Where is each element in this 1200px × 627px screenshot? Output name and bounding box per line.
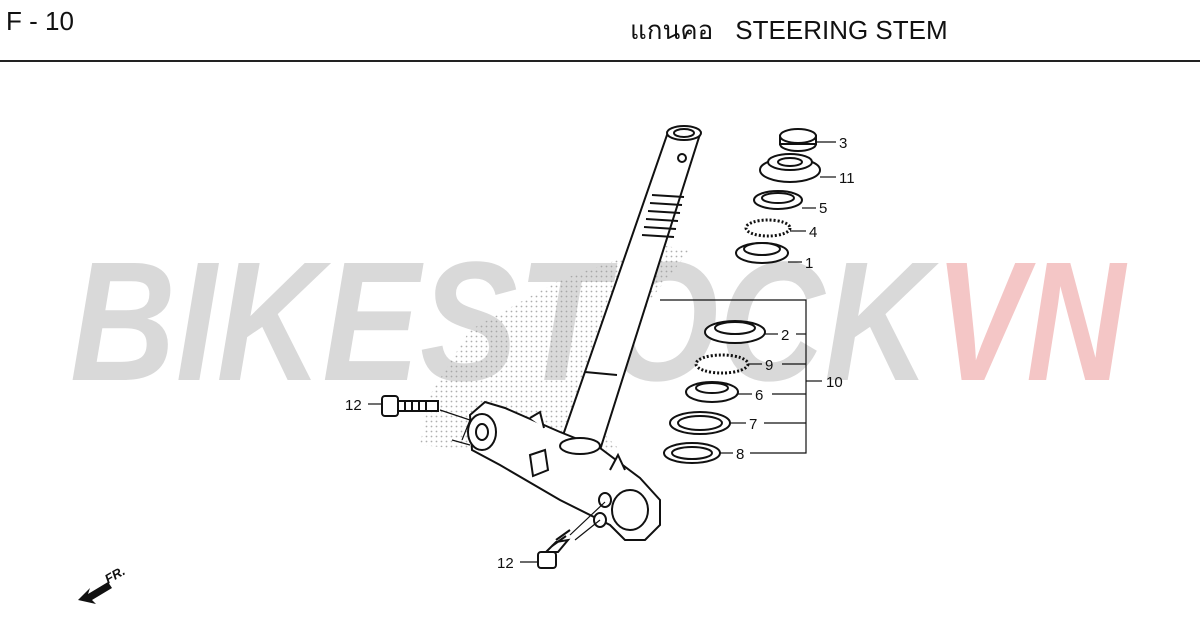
watermark-red-text: VN: [935, 232, 1128, 392]
callout-6: 6: [755, 387, 763, 404]
steel-ball-4: [744, 218, 792, 238]
title-thai: แกนคอ: [630, 16, 714, 46]
steering-stem-tube: [558, 125, 702, 452]
callout-10: 10: [826, 374, 843, 391]
front-arrow-icon: [78, 582, 112, 604]
callout-11: 11: [839, 170, 855, 187]
callout-2: 2: [781, 327, 789, 344]
callout-5: 5: [819, 200, 827, 217]
bearing-race-5: [753, 190, 803, 210]
bearing-race-2: [704, 320, 766, 344]
callout-7: 7: [749, 416, 757, 433]
callout-3: 3: [839, 135, 847, 152]
title-english: STEERING STEM: [735, 15, 948, 45]
washer-8: [663, 442, 721, 464]
bottom-bridge: [467, 400, 661, 541]
front-indicator-label: FR.: [102, 563, 128, 586]
nut-3: [779, 128, 817, 152]
callout-1: 1: [805, 255, 813, 272]
steel-ball-9: [694, 353, 750, 375]
bearing-race-6: [685, 381, 739, 403]
bolt-upper: [381, 395, 439, 417]
header: F - 10 แกนคอ STEERING STEM: [0, 0, 1200, 62]
leader-lines: [368, 141, 836, 563]
dust-seal-7: [669, 411, 731, 435]
callout-12-lower: 12: [497, 555, 514, 572]
callout-12-upper: 12: [345, 397, 362, 414]
callout-8: 8: [736, 446, 744, 463]
callout-9: 9: [765, 357, 773, 374]
page-code: F - 10: [6, 6, 74, 36]
bearing-race-1: [735, 242, 789, 264]
callout-4: 4: [809, 224, 817, 241]
page-title: แกนคอ STEERING STEM: [630, 10, 948, 51]
adjusting-nut-11: [759, 153, 821, 183]
bolt-lower: [537, 529, 571, 569]
